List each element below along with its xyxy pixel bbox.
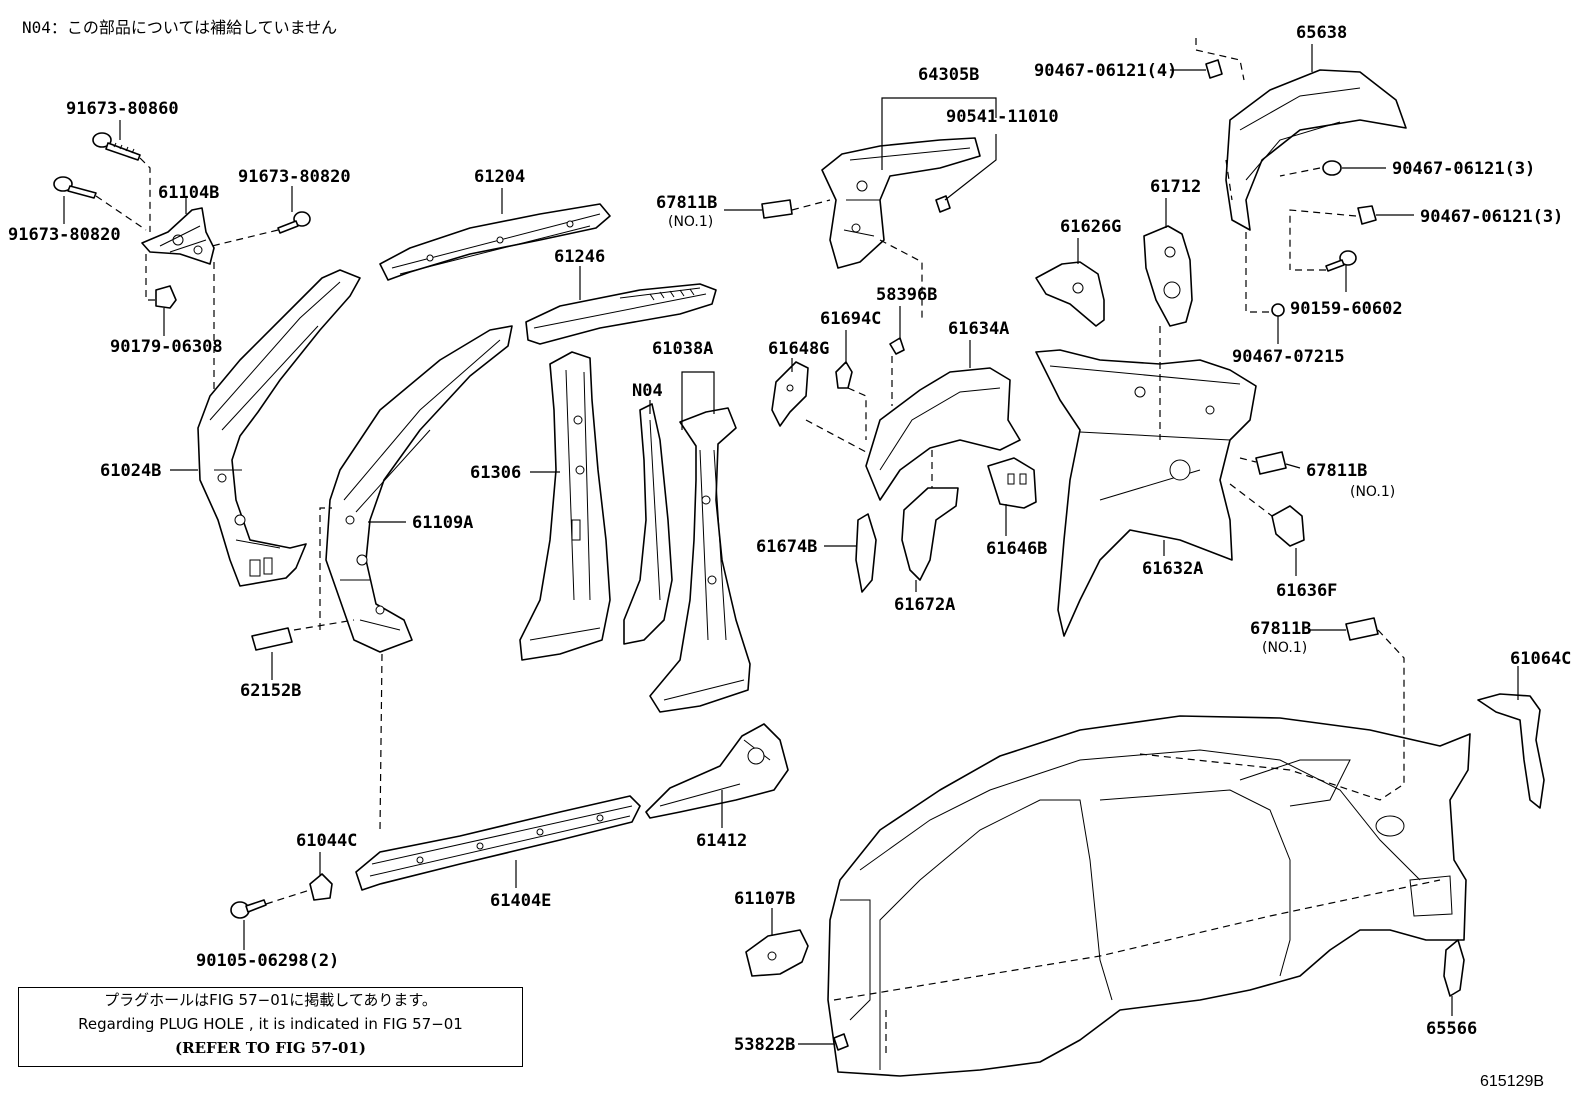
clip-90467-07215 — [1271, 303, 1285, 317]
label-N04: N04 — [632, 381, 663, 401]
rocker-61404E — [355, 795, 641, 891]
label-90467-06121-4: 90467-06121(4) — [1034, 61, 1177, 81]
bracket-61648G — [771, 361, 809, 427]
label-61024B: 61024B — [100, 461, 161, 481]
bracket-61636F — [1271, 505, 1305, 547]
panel-64305B — [821, 137, 981, 269]
label-61109A: 61109A — [412, 513, 473, 533]
label-53822B: 53822B — [734, 1035, 795, 1055]
label-90105-06298: 90105-06298(2) — [196, 951, 339, 971]
pad-67811B-right — [1255, 451, 1287, 475]
pillar-61109A — [325, 325, 513, 653]
note-n04: N04：この部品については補給していません — [22, 18, 338, 37]
bracket-65566 — [1443, 939, 1465, 997]
note-en: Regarding PLUG HOLE , it is indicated in… — [78, 1015, 463, 1033]
bolt-91673-80820-right — [277, 211, 311, 234]
label-61412: 61412 — [696, 831, 747, 851]
bolt-90159-60602 — [1325, 250, 1357, 272]
note-jp: プラグホールはFIG 57−01に掲載してあります。 — [104, 991, 437, 1009]
pad-67811B-left — [761, 199, 793, 219]
bracket-61674B — [855, 513, 877, 593]
nut-90467-06121-3a — [1322, 160, 1342, 176]
label-61636F: 61636F — [1276, 581, 1337, 601]
nut-90467-06121-4 — [1205, 59, 1223, 79]
label-61634A: 61634A — [948, 319, 1009, 339]
pillar-N04 — [623, 403, 673, 645]
label-61626G: 61626G — [1060, 217, 1121, 237]
pad-62152B — [251, 627, 293, 651]
label-90159-60602: 90159-60602 — [1290, 299, 1403, 319]
bracket-61044C — [309, 873, 333, 901]
label-65566: 65566 — [1426, 1019, 1477, 1039]
label-61306: 61306 — [470, 463, 521, 483]
body-side-outer — [827, 715, 1471, 1077]
liner-65638 — [1225, 69, 1407, 231]
label-61712: 61712 — [1150, 177, 1201, 197]
label-61646B: 61646B — [986, 539, 1047, 559]
bolt-91673-80820-left — [53, 176, 97, 199]
nut-90179-06308 — [155, 285, 177, 309]
label-61404E: 61404E — [490, 891, 551, 911]
panel-61672A — [901, 487, 959, 581]
clip-90541-11010 — [935, 195, 951, 213]
label-67811B-lower-sub: (NO.1) — [1262, 640, 1307, 656]
rail-61204 — [379, 203, 611, 281]
nut-90467-06121-3b — [1357, 205, 1377, 225]
pillar-61038A — [649, 407, 751, 713]
label-64305B: 64305B — [918, 65, 979, 85]
label-91673-80820-left: 91673-80820 — [8, 225, 121, 245]
panel-61646B — [987, 457, 1037, 509]
label-90467-07215: 90467-07215 — [1232, 347, 1345, 367]
plug-hole-note-box: プラグホールはFIG 57−01に掲載してあります。 Regarding PLU… — [18, 987, 523, 1067]
label-67811B-right-sub: (NO.1) — [1350, 484, 1395, 500]
label-62152B: 62152B — [240, 681, 301, 701]
label-61674B: 61674B — [756, 537, 817, 557]
label-67811B-left: 67811B — [656, 193, 717, 213]
label-90467-06121-3b: 90467-06121(3) — [1420, 207, 1563, 227]
panel-61626G — [1035, 261, 1105, 327]
bracket-61694C — [835, 361, 853, 389]
label-67811B-lower: 67811B — [1250, 619, 1311, 639]
label-61064C: 61064C — [1510, 649, 1571, 669]
panel-61024B — [197, 269, 361, 587]
label-61246: 61246 — [554, 247, 605, 267]
label-90467-06121-3a: 90467-06121(3) — [1392, 159, 1535, 179]
wheelhouse-61634A — [865, 367, 1021, 501]
label-61648G: 61648G — [768, 339, 829, 359]
figure-code: 615129B — [1480, 1073, 1545, 1090]
label-67811B-right: 67811B — [1306, 461, 1367, 481]
label-91673-80820-right: 91673-80820 — [238, 167, 351, 187]
rail-61246 — [525, 283, 717, 345]
label-61204: 61204 — [474, 167, 525, 187]
label-61104B: 61104B — [158, 183, 219, 203]
bracket-61104B — [141, 207, 215, 265]
label-61632A: 61632A — [1142, 559, 1203, 579]
label-90179-06308: 90179-06308 — [110, 337, 223, 357]
label-67811B-left-sub: (NO.1) — [668, 214, 713, 230]
panel-61064C — [1477, 693, 1545, 809]
label-65638: 65638 — [1296, 23, 1347, 43]
bolt-90105-06298 — [230, 899, 267, 919]
rocker-rear-61412 — [645, 723, 789, 819]
pillar-61306 — [519, 351, 611, 661]
label-58396B: 58396B — [876, 285, 937, 305]
label-90541-11010: 90541-11010 — [946, 107, 1059, 127]
pad-67811B-lower — [1345, 617, 1379, 641]
panel-61712 — [1143, 225, 1193, 327]
bolt-91673-80860 — [92, 132, 141, 161]
label-61044C: 61044C — [296, 831, 357, 851]
bracket-61107B — [745, 929, 809, 977]
label-91673-80860: 91673-80860 — [66, 99, 179, 119]
label-61694C: 61694C — [820, 309, 881, 329]
clip-58396B — [889, 337, 905, 355]
note-ref: (REFER TO FIG 57-01) — [175, 1039, 366, 1057]
clip-53822B — [833, 1033, 849, 1051]
label-61038A: 61038A — [652, 339, 713, 359]
label-61672A: 61672A — [894, 595, 955, 615]
quarter-inner-61632A — [1035, 349, 1257, 637]
label-61107B: 61107B — [734, 889, 795, 909]
